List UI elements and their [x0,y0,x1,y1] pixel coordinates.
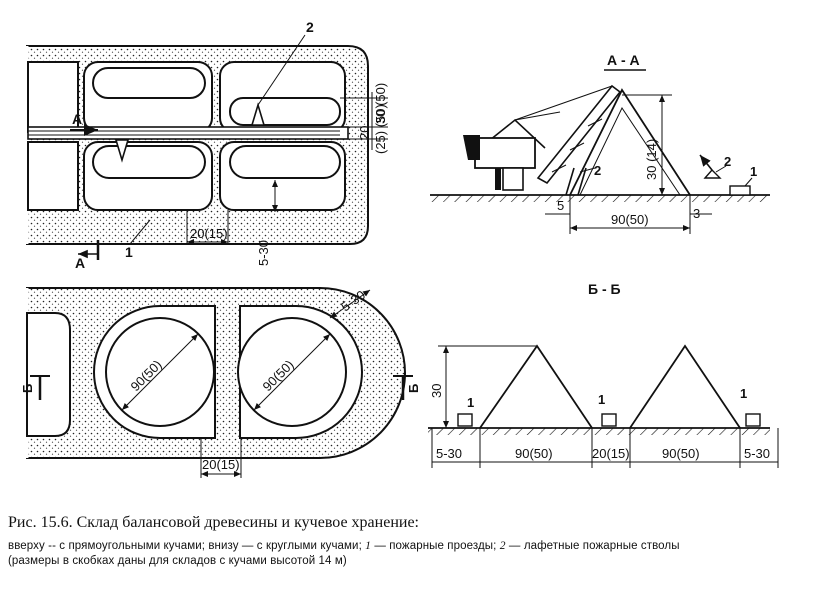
figure-caption-line-1: вверху -- с прямоугольными кучами; внизу… [8,539,808,554]
dim-base-label: 90(50) [611,212,649,227]
section-bb-title: Б - Б [588,281,621,297]
dim-bb-height-label: 30 [429,384,444,398]
callout-1-bb-a: 1 [467,395,474,410]
pile-block-left-bottom [27,141,79,211]
callout-leader-1 [129,219,151,245]
callout-1-bb-b: 1 [598,392,605,407]
conveyor-truss-x1 [551,164,567,173]
callout-leader-2b-aa [579,167,596,173]
dim-bb-label-2: 90(50) [515,446,553,461]
pile-rect-4 [229,145,341,179]
figure-canvas: 2 А А 1 20(15) 5-30 30 (50) 20 (25) (50)… [20,19,779,478]
dim-3-label: 3 [693,206,700,221]
ground-hatch-aa [430,195,770,202]
conveyor-truss-x3 [587,118,603,127]
section-b-mark-left: Б [20,384,35,393]
fire-monitor-icon-aa [703,168,722,179]
figure-caption-line-2: (размеры в скобках даны для складов с ку… [8,555,347,567]
fire-monitor-icon-2 [114,139,130,163]
callout-leader-2 [257,34,306,106]
dim-bb-label-3: 20(15) [592,446,630,461]
fire-monitor-jet [699,154,713,171]
figure-caption-title: Рис. 15.6. Склад балансовой древесины и … [8,514,419,531]
callout-2-aa-label: 2 [724,154,731,169]
loader-cabin [474,137,536,169]
callout-1-bb-c: 1 [740,386,747,401]
dim-diameter-line-1 [121,333,199,411]
conveyor-truss-x2 [569,142,585,151]
dim-20-label: 20 [357,126,372,140]
callout-1-aa-label: 1 [750,164,757,179]
dim-5-label: 5 [557,198,564,213]
pile-triangle-2 [629,344,741,429]
ground-hatch-bb [428,428,770,435]
pile-block-left-top [27,61,79,133]
pile-profile-aa [569,88,691,196]
pile-rect-2 [229,97,341,126]
loader-leg [495,168,501,190]
pile-rect-1 [92,67,206,99]
section-a-mark-bottom: А [75,255,85,271]
section-aa-title: А - А [607,52,640,68]
dim-bb-label-5: 5-30 [744,446,770,461]
dim-bb-label-1: 5-30 [436,446,462,461]
loader-cable [514,85,613,121]
pile-left-partial [26,312,71,437]
callout-leader-2-aa [715,165,727,173]
caption-part-a: вверху -- с прямоугольными кучами; внизу… [8,540,362,552]
dim-25-50-label: (25) (50) [373,104,388,154]
caption-part-b: — пожарные проезды; [374,540,497,552]
support-left [565,167,575,196]
loader-cable-2 [514,111,561,121]
top-plan: 2 А А 1 20(15) 5-30 30 (50) 20 (25) (50) [25,19,388,271]
fire-monitor-icon [250,102,266,126]
pile-rect-3 [92,145,206,179]
central-road [27,126,349,140]
road-marker-bb-3 [745,413,761,427]
dim-height-label: 30 (14) [644,139,659,180]
caption-num-2: 2 [499,540,506,552]
dim-gap-label: 5-30 [256,240,271,266]
conveyor-truss [536,84,622,185]
caption-num-1: 1 [365,540,372,552]
callout-1-label: 1 [125,244,133,260]
dim-passage-b-label: 20(15) [202,457,240,472]
road-marker-aa [729,185,751,196]
pile-triangle-1 [479,344,593,429]
section-aa: А - А 2 1 2 30 ( [430,52,770,234]
dim-diameter-line-2 [253,333,331,411]
section-b-mark-right: Б [406,384,421,393]
callout-2-label: 2 [306,19,314,35]
dim-gap-bottom-line [329,289,371,319]
support-right [577,167,587,196]
loader-bucket [463,135,480,160]
callout-leader-1-aa [744,177,753,187]
caption-part-c: — лафетные пожарные стволы [508,540,680,552]
dim-passage-label: 20(15) [190,226,228,241]
road-marker-bb-2 [601,413,617,427]
section-a-mark-top: А [72,111,82,127]
road-marker-bb-1 [457,413,473,427]
section-bb: Б - Б 1 1 1 30 5-30 90(50) 20(15) 90(50)… [428,281,779,468]
loader-base [502,167,524,191]
bottom-plan: 90(50) 90(50) 5-30 20(15) Б Б [20,287,421,478]
dim-bb-label-4: 90(50) [662,446,700,461]
dim-30-50-label: 30 (50) [373,83,388,124]
callout-2b-aa-label: 2 [594,163,601,178]
